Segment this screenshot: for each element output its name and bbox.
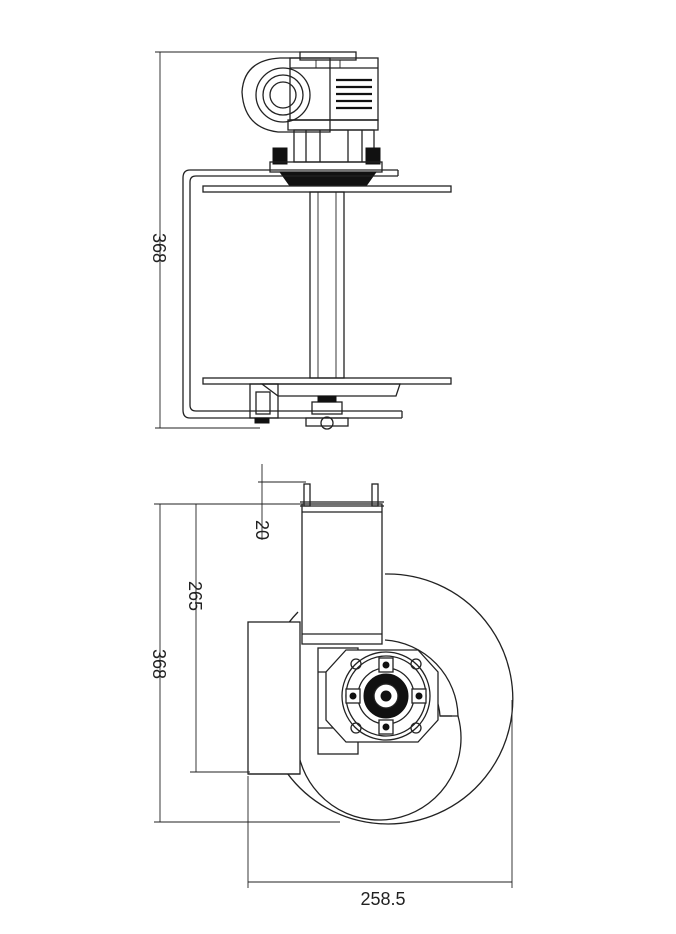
front-height-label: 368 <box>149 649 169 679</box>
gearbox-face <box>325 649 439 743</box>
side-view: 368 <box>149 51 452 430</box>
front-view: 20 265 368 258.5 <box>149 464 514 909</box>
side-height-label: 368 <box>149 233 169 263</box>
side-height-dimension: 368 <box>149 51 300 429</box>
inner-height-label: 265 <box>185 581 205 611</box>
width-label: 258.5 <box>360 889 405 909</box>
top-offset-dimension: 20 <box>252 464 306 540</box>
width-dimension: 258.5 <box>247 700 513 909</box>
front-height-dimension: 368 <box>149 503 340 823</box>
motor-head <box>241 51 383 187</box>
drum <box>202 185 452 430</box>
top-offset-label: 20 <box>252 520 272 540</box>
motor-column <box>300 483 384 645</box>
inner-height-dimension: 265 <box>185 503 304 773</box>
mounting-bracket <box>182 169 403 419</box>
